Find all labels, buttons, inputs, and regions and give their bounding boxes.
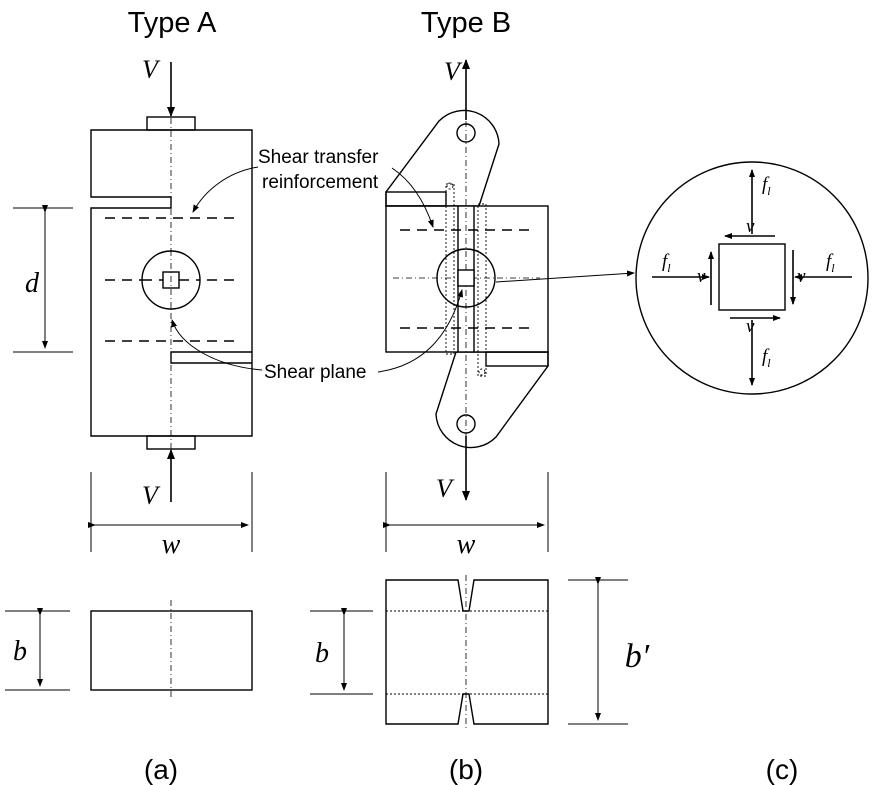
- fl-label-bottom: fl: [762, 346, 771, 370]
- type-b-bottom-load-label: V: [436, 474, 455, 503]
- type-b-w-label: w: [457, 529, 476, 560]
- type-a-cross-section: b: [5, 600, 253, 700]
- stress-element-detail: fl fl fl fl v v v v: [635, 161, 869, 395]
- title-type-a: Type A: [128, 7, 217, 39]
- stress-element-square: [718, 243, 786, 311]
- type-b-bprime-label: b′: [625, 638, 650, 675]
- type-a-body-outline: [90, 129, 253, 437]
- caption-a: (a): [144, 754, 178, 785]
- fl-label-top: fl: [762, 174, 771, 198]
- type-b-b-label: b: [315, 638, 329, 669]
- shear-plane-label: Shear plane: [264, 362, 366, 383]
- v-label-bottom: v: [746, 316, 755, 337]
- type-a-specimen: V V d w Shear transfer reinforcement She…: [13, 55, 379, 560]
- fl-label-left: fl: [662, 251, 671, 275]
- type-a-w-label: w: [162, 529, 181, 560]
- v-label-right: v: [797, 266, 806, 287]
- type-a-section-rect: [90, 610, 253, 691]
- type-b-specimen: V V w: [377, 57, 635, 560]
- type-a-shear-plane-callout: [171, 319, 263, 371]
- type-b-element-square: [457, 269, 475, 287]
- stress-element-circle: [635, 161, 869, 395]
- type-b-shear-plane-callout: [377, 289, 463, 373]
- type-b-element-circle: [436, 248, 496, 308]
- type-a-d-label: d: [25, 268, 40, 299]
- shear-transfer-label-line2: reinforcement: [262, 172, 379, 193]
- type-b-cross-section: b b′: [310, 575, 650, 730]
- type-a-reinforcement-callout: [192, 166, 259, 213]
- type-b-reinforcement-callout: [391, 167, 434, 228]
- type-a-b-label: b: [13, 636, 27, 667]
- type-a-bottom-load-label: V: [142, 481, 161, 510]
- type-a-top-load-label: V: [142, 55, 161, 84]
- v-label-top: v: [746, 216, 755, 237]
- type-b-top-load-label: V: [444, 57, 463, 86]
- element-link-arrow: [495, 270, 635, 283]
- shear-transfer-label-line1: Shear transfer: [258, 147, 379, 168]
- v-label-left: v: [697, 266, 706, 287]
- caption-c: (c): [766, 754, 799, 785]
- fl-label-right: fl: [826, 251, 835, 275]
- type-b-rebar-left: [445, 183, 455, 355]
- type-b-section-outline: [385, 579, 549, 725]
- type-b-rebar-right: [477, 203, 487, 377]
- caption-b: (b): [449, 754, 483, 785]
- title-type-b: Type B: [421, 7, 511, 39]
